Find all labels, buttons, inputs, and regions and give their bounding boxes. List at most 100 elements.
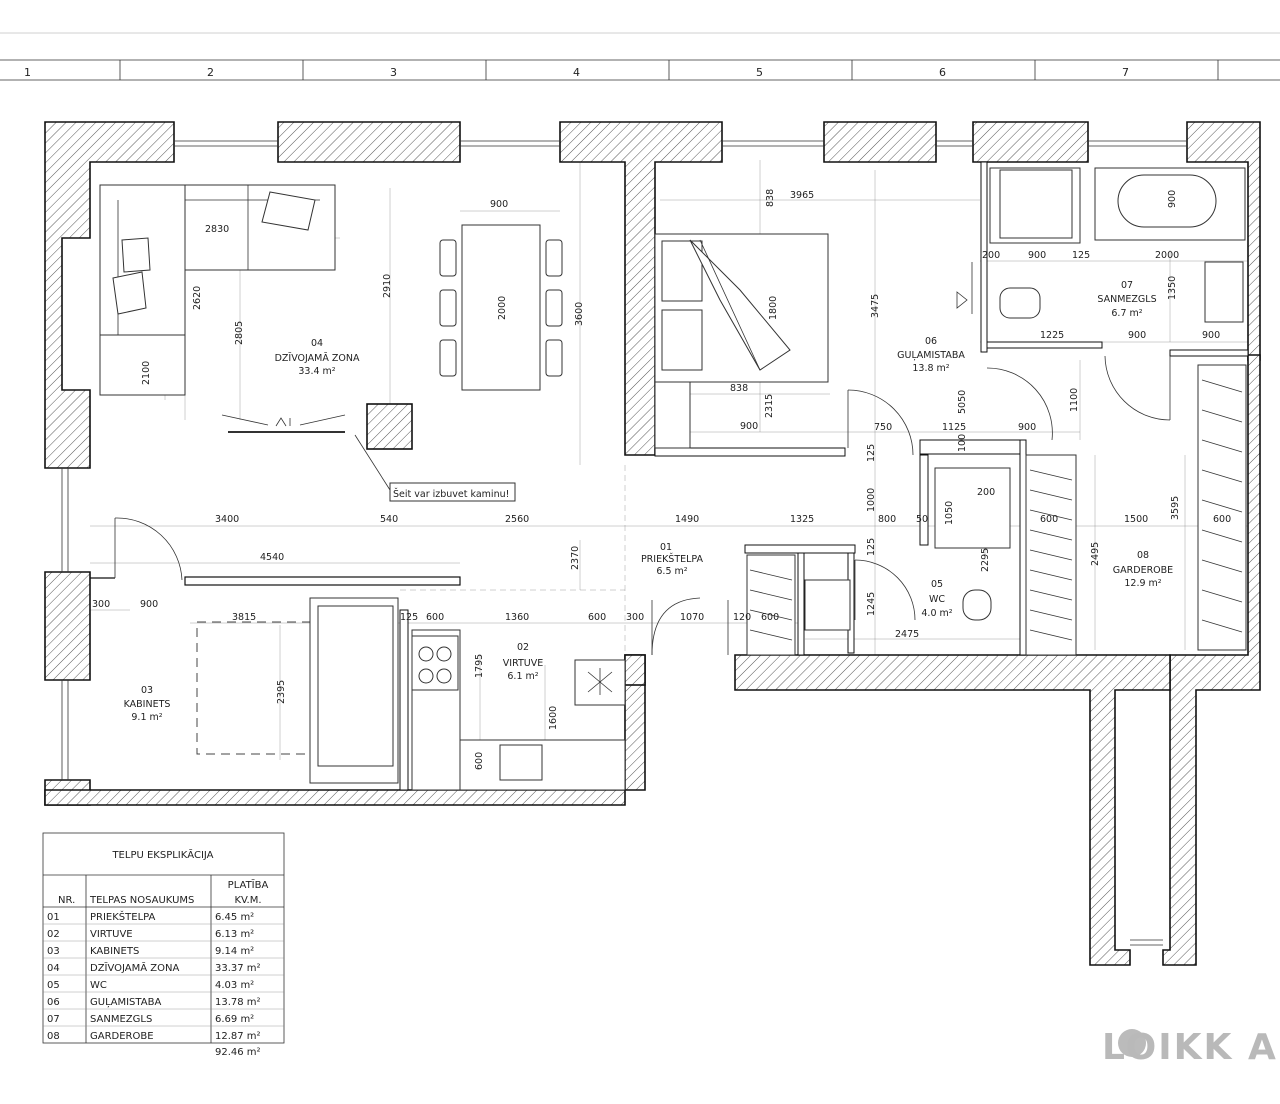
dimension-label: 2620: [192, 286, 203, 310]
dimension-label: 600: [1213, 514, 1231, 525]
room-name: SANMEZGLS: [1097, 294, 1156, 305]
table-row: 05 WC 4.03 m²: [47, 980, 254, 991]
dimension-label: 2395: [276, 680, 287, 704]
dimension-label: 600: [474, 752, 485, 770]
table-cell: PRIEKŠTELPA: [90, 910, 156, 923]
room-label: 07 SANMEZGLS 6.7 m²: [1097, 280, 1156, 319]
room-area: 13.8 m²: [912, 363, 949, 374]
dimension-label: 900: [740, 421, 758, 432]
room-name: WC: [929, 594, 945, 605]
table-cell: 6.69 m²: [215, 1014, 254, 1025]
dimension-label: 1360: [505, 612, 529, 623]
dimension-label: 2000: [497, 296, 508, 320]
dimension-label: 1100: [1069, 388, 1080, 412]
wardrobes: [746, 364, 1247, 656]
room-label: 06 GUĻAMISTABA 13.8 m²: [897, 336, 965, 374]
grid-label: 7: [1122, 66, 1129, 79]
table-cell: 02: [47, 929, 60, 940]
dimension-label: 4540: [260, 552, 284, 563]
table-cell: 03: [47, 946, 60, 957]
partitions: [90, 161, 1249, 791]
room-number: 01: [660, 542, 672, 553]
room-name: KABINETS: [124, 699, 171, 710]
table-cell: 07: [47, 1014, 60, 1025]
dimension-label: 600: [426, 612, 444, 623]
dimension-label: 1800: [768, 296, 779, 320]
kitchen: [411, 629, 626, 791]
bathroom-fixtures: [956, 167, 1246, 323]
dimension-label: 1350: [1167, 276, 1178, 300]
dimension-label: 200: [982, 250, 1000, 261]
total-area: 92.46 m²: [215, 1047, 261, 1058]
dimension-label: 200: [977, 487, 995, 498]
room-name: VIRTUVE: [503, 658, 543, 669]
table-cell: 6.13 m²: [215, 929, 254, 940]
table-cell: DZĪVOJAMĀ ZONA: [90, 961, 180, 974]
dimension-label: 2910: [382, 274, 393, 298]
dimension-label: 300: [626, 612, 644, 623]
dimension-label: 3595: [1170, 496, 1181, 520]
table-cell: 4.03 m²: [215, 980, 254, 991]
table-title: TELPU EKSPLIKĀCIJA: [111, 848, 213, 861]
dining-table: [439, 224, 563, 391]
room-number: 03: [141, 685, 153, 696]
dimension-label: 2370: [570, 546, 581, 570]
room-label: 02 VIRTUVE 6.1 m²: [503, 642, 543, 682]
room-name: GARDEROBE: [1113, 565, 1173, 576]
table-cell: WC: [90, 980, 107, 991]
dimension-label: 2295: [980, 548, 991, 572]
dimension-label: 900: [1167, 190, 1178, 208]
dimension-label: 2475: [895, 629, 919, 640]
grid-label: 3: [390, 66, 397, 79]
dimension-label: 1245: [866, 592, 877, 616]
table-cell: KABINETS: [90, 946, 139, 957]
dimension-label: 2830: [205, 224, 229, 235]
room-number: 05: [931, 579, 943, 590]
table-cell: 33.37 m²: [215, 963, 261, 974]
room-area: 6.7 m²: [1111, 308, 1142, 319]
dimension-labels: 900 838 3965 900 2830 2620 2805 2910 200…: [92, 189, 1231, 770]
room-area: 12.9 m²: [1124, 578, 1161, 589]
dimension-label: 2000: [1155, 250, 1179, 261]
bed: [654, 233, 829, 449]
dimension-label: 100: [957, 434, 968, 452]
sofa: [99, 184, 336, 396]
dimension-label: 1600: [548, 706, 559, 730]
dimension-label: 2560: [505, 514, 529, 525]
brand-logo: LOIKK A: [1102, 1027, 1276, 1068]
table-cell: 01: [47, 912, 60, 923]
room-number: 08: [1137, 550, 1149, 561]
dimension-label: 1500: [1124, 514, 1148, 525]
dimension-label: 900: [140, 599, 158, 610]
dimension-label: 2315: [764, 394, 775, 418]
room-name: DZĪVOJAMĀ ZONA: [275, 353, 360, 364]
explication-table: TELPU EKSPLIKĀCIJA NR. TELPAS NOSAUKUMS …: [42, 832, 285, 1058]
col-area-unit: KV.M.: [234, 895, 261, 906]
table-cell: GARDEROBE: [90, 1031, 154, 1042]
dimension-label: 600: [588, 612, 606, 623]
grid-ruler: 1 2 3 4 5 6 7: [0, 32, 1280, 81]
table-cell: 04: [47, 963, 60, 974]
dimension-label: 1490: [675, 514, 699, 525]
room-label: 08 GARDEROBE 12.9 m²: [1113, 550, 1173, 589]
doors: [114, 355, 1171, 656]
room-label: 01 PRIEKŠTELPA 6.5 m²: [641, 542, 704, 577]
table-cell: GUĻAMISTABA: [90, 997, 161, 1008]
dimension-label: 1795: [474, 654, 485, 678]
dimension-label: 800: [878, 514, 896, 525]
dimension-label: 3965: [790, 190, 814, 201]
grid-label: 2: [207, 66, 214, 79]
room-number: 02: [517, 642, 529, 653]
dimension-label: 125: [400, 612, 418, 623]
dimension-label: 3600: [574, 302, 585, 326]
room-area: 9.1 m²: [131, 712, 162, 723]
table-cell: 05: [47, 980, 60, 991]
dimension-label: 600: [1040, 514, 1058, 525]
dimension-label: 5050: [957, 390, 968, 414]
room-labels: 01 PRIEKŠTELPA 6.5 m² 02 VIRTUVE 6.1 m² …: [124, 280, 1174, 723]
dimension-label: 125: [866, 538, 877, 556]
room-area: 33.4 m²: [298, 366, 335, 377]
room-area: 6.5 m²: [656, 566, 687, 577]
